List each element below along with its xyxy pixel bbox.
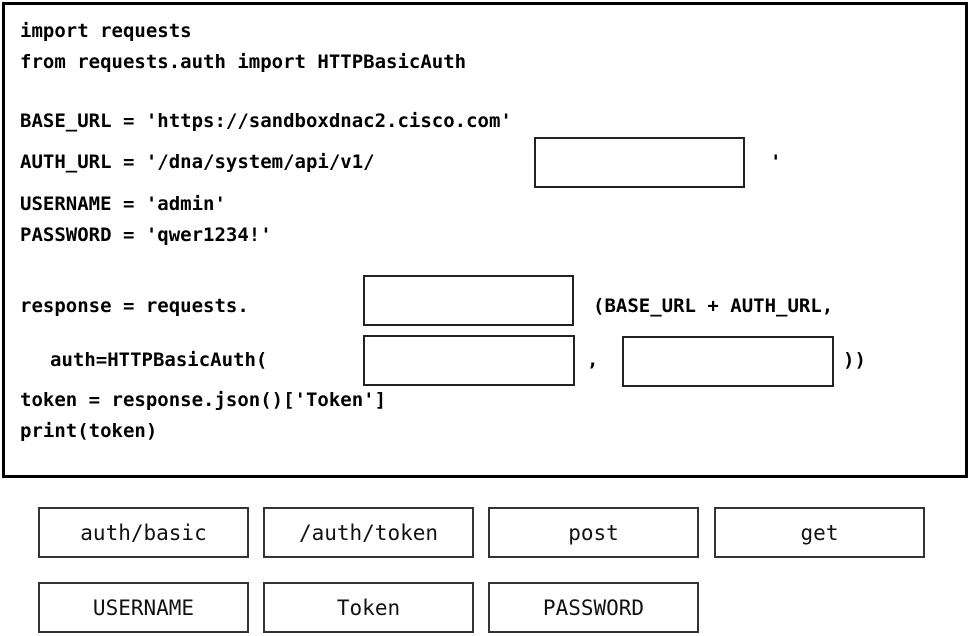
code-line-auth-comma: , — [587, 349, 599, 371]
option-post[interactable]: post — [488, 507, 699, 558]
code-line-username: USERNAME = 'admin' — [20, 193, 226, 215]
option-token[interactable]: Token — [263, 582, 474, 633]
code-line-import: import requests — [20, 20, 192, 42]
code-line-from-import: from requests.auth import HTTPBasicAuth — [20, 51, 467, 73]
code-line-password: PASSWORD = 'qwer1234!' — [20, 224, 272, 246]
code-line-auth-url: AUTH_URL = '/dna/system/api/v1/ — [20, 151, 375, 173]
code-line-auth-close: )) — [843, 349, 866, 371]
code-line-base-url: BASE_URL = 'https://sandboxdnac2.cisco.c… — [20, 110, 512, 132]
option-get[interactable]: get — [714, 507, 925, 558]
code-line-token: token = response.json()['Token'] — [20, 389, 387, 411]
drop-slot-method[interactable] — [363, 275, 574, 326]
code-line-response: response = requests. — [20, 295, 249, 317]
code-line-print: print(token) — [20, 420, 158, 442]
option-password[interactable]: PASSWORD — [488, 582, 699, 633]
option-username[interactable]: USERNAME — [38, 582, 249, 633]
drop-slot-auth-user[interactable] — [363, 335, 575, 386]
code-line-response-args: (BASE_URL + AUTH_URL, — [593, 295, 834, 317]
option-auth-basic[interactable]: auth/basic — [38, 507, 249, 558]
option-auth-token[interactable]: /auth/token — [263, 507, 474, 558]
code-line-auth: auth=HTTPBasicAuth( — [50, 349, 268, 371]
code-panel: import requests from requests.auth impor… — [2, 2, 968, 478]
code-line-auth-url-quote: ' — [770, 151, 782, 173]
drop-slot-auth-password[interactable] — [622, 336, 834, 387]
drop-slot-auth-url[interactable] — [534, 137, 745, 188]
